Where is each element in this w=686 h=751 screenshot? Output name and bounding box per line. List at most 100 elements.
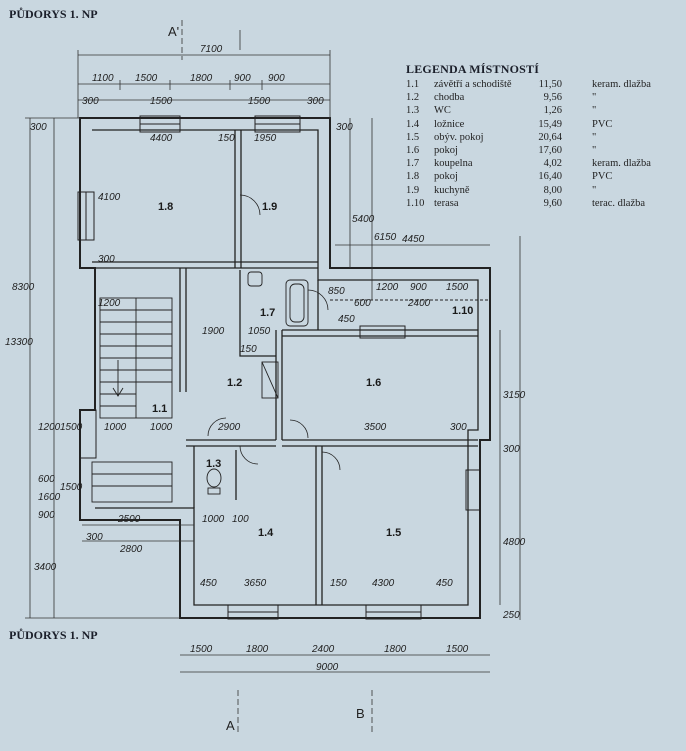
dim-top-1500b: 1500 xyxy=(150,96,173,107)
staircase xyxy=(99,297,173,419)
dim-in-1000b: 1000 xyxy=(150,422,173,433)
dim-top-1500a: 1500 xyxy=(135,73,158,84)
legend-room-material: " xyxy=(592,131,597,143)
room-1-2-label: 1.2 xyxy=(227,377,242,389)
legend-room-material: " xyxy=(592,92,597,104)
dim-left-8300: 8300 xyxy=(12,282,35,293)
legend-room-name: koupelna xyxy=(434,158,473,170)
room-1-5-label: 1.5 xyxy=(386,527,401,539)
dim-in-1200: 1200 xyxy=(98,298,121,309)
legend-room-area: 9,60 xyxy=(543,197,562,209)
dim-right-6150: 6150 xyxy=(374,232,397,243)
dim-in-1050: 1050 xyxy=(248,326,271,337)
room-1-8-label: 1.8 xyxy=(158,201,173,213)
legend-room-material: keram. dlažba xyxy=(592,79,651,90)
legend-room-material: keram. dlažba xyxy=(592,158,651,170)
entrance-steps xyxy=(91,461,173,503)
section-marks: A' A B xyxy=(168,24,365,733)
legend-room-area: 1,26 xyxy=(543,105,562,117)
legend-room-id: 1.4 xyxy=(406,118,420,130)
exterior-walls xyxy=(79,117,491,619)
room-1-3-label: 1.3 xyxy=(206,458,221,470)
room-labels: 1.8 1.9 1.7 1.2 1.1 1.6 1.3 1.4 1.5 1.10 xyxy=(152,201,473,539)
dim-right-5400: 5400 xyxy=(352,214,375,225)
dim-in-100: 100 xyxy=(232,514,249,525)
dim-in-300b: 300 xyxy=(30,122,47,133)
legend-room-material: " xyxy=(592,105,597,117)
dim-in-1000c: 1000 xyxy=(202,514,225,525)
legend-room-material: " xyxy=(592,184,597,196)
dim-left-600: 600 xyxy=(38,474,55,485)
dim-in-1900: 1900 xyxy=(202,326,225,337)
dim-ter-1500: 1500 xyxy=(446,282,469,293)
interior-walls xyxy=(92,130,478,605)
dim-in-2800: 2800 xyxy=(119,544,143,555)
legend-room-id: 1.10 xyxy=(406,197,425,209)
legend-room-name: kuchyně xyxy=(434,184,470,196)
room-1-9-label: 1.9 xyxy=(262,201,277,213)
legend-title: LEGENDA MÍSTNOSTÍ xyxy=(406,62,540,76)
legend-room-name: terasa xyxy=(434,197,459,209)
dim-top-1100: 1100 xyxy=(92,73,114,84)
dim-in-1000a: 1000 xyxy=(104,422,127,433)
dim-right-300: 300 xyxy=(503,444,520,455)
legend-room-name: ložnice xyxy=(434,118,465,130)
legend-room-area: 4,02 xyxy=(543,158,562,170)
legend-room-id: 1.7 xyxy=(406,158,420,170)
legend-room-name: pokoj xyxy=(434,171,458,183)
legend-room-material: terac. dlažba xyxy=(592,197,646,209)
legend-room-id: 1.3 xyxy=(406,105,420,117)
dim-in-4300: 4300 xyxy=(372,578,395,589)
legend-room-area: 15,49 xyxy=(538,118,562,130)
doors xyxy=(207,194,341,471)
dim-in-4400: 4400 xyxy=(150,133,173,144)
dim-bot-1800b: 1800 xyxy=(384,644,407,655)
dim-ter-850: 850 xyxy=(328,286,345,297)
legend-room-id: 1.2 xyxy=(406,92,420,104)
dim-bot-1500b: 1500 xyxy=(446,644,469,655)
dim-ter-2400: 2400 xyxy=(407,298,431,309)
dim-top-900: 900 xyxy=(234,73,251,84)
windows xyxy=(77,115,481,620)
dim-top-total: 7100 xyxy=(200,44,223,55)
dim-in-4100: 4100 xyxy=(98,192,121,203)
dim-top-900b: 900 xyxy=(268,73,285,84)
legend-room-area: 17,60 xyxy=(538,145,562,156)
section-a-top: A' xyxy=(168,24,179,39)
dim-top-300a: 300 xyxy=(82,96,99,107)
legend-room-area: 8,00 xyxy=(543,184,562,196)
room-1-1-label: 1.1 xyxy=(152,403,167,415)
dim-left-1200: 1200 xyxy=(38,422,61,433)
dim-left-1500: 1500 xyxy=(60,422,83,433)
dim-right-3150: 3150 xyxy=(503,390,526,401)
plan-title: PŮDORYS 1. NP xyxy=(9,7,98,21)
dim-left-13300: 13300 xyxy=(5,337,33,348)
dim-in-2500: 2500 xyxy=(117,514,141,525)
dim-left-1600: 1600 xyxy=(38,492,61,503)
legend-room-id: 1.6 xyxy=(406,145,420,156)
room-1-10-label: 1.10 xyxy=(452,305,473,317)
legend-room-name: obýv. pokoj xyxy=(434,131,484,143)
dim-bot-1800a: 1800 xyxy=(246,644,269,655)
legend-room-id: 1.9 xyxy=(406,184,420,196)
dim-in-300d: 300 xyxy=(450,422,467,433)
dim-left-1500b: 1500 xyxy=(60,482,83,493)
dim-ter-600: 600 xyxy=(354,298,371,309)
dim-in-2900: 2900 xyxy=(217,422,241,433)
dim-in-150c: 150 xyxy=(330,578,347,589)
dim-in-3650: 3650 xyxy=(244,578,267,589)
room-1-4-label: 1.4 xyxy=(258,527,274,539)
dim-in-300e: 300 xyxy=(86,532,103,543)
legend-room-area: 16,40 xyxy=(538,171,562,183)
dimension-lines xyxy=(25,20,521,735)
dim-bot-1500a: 1500 xyxy=(190,644,213,655)
dim-right-250: 250 xyxy=(502,610,520,621)
dim-ter-450: 450 xyxy=(338,314,355,325)
legend-room-id: 1.1 xyxy=(406,79,420,90)
page-label: PŮDORYS 1. NP xyxy=(9,628,98,642)
dim-in-150: 150 xyxy=(218,133,235,144)
dim-right-4800: 4800 xyxy=(503,537,526,548)
dim-left-900: 900 xyxy=(38,510,55,521)
legend-room-material: " xyxy=(592,145,597,156)
